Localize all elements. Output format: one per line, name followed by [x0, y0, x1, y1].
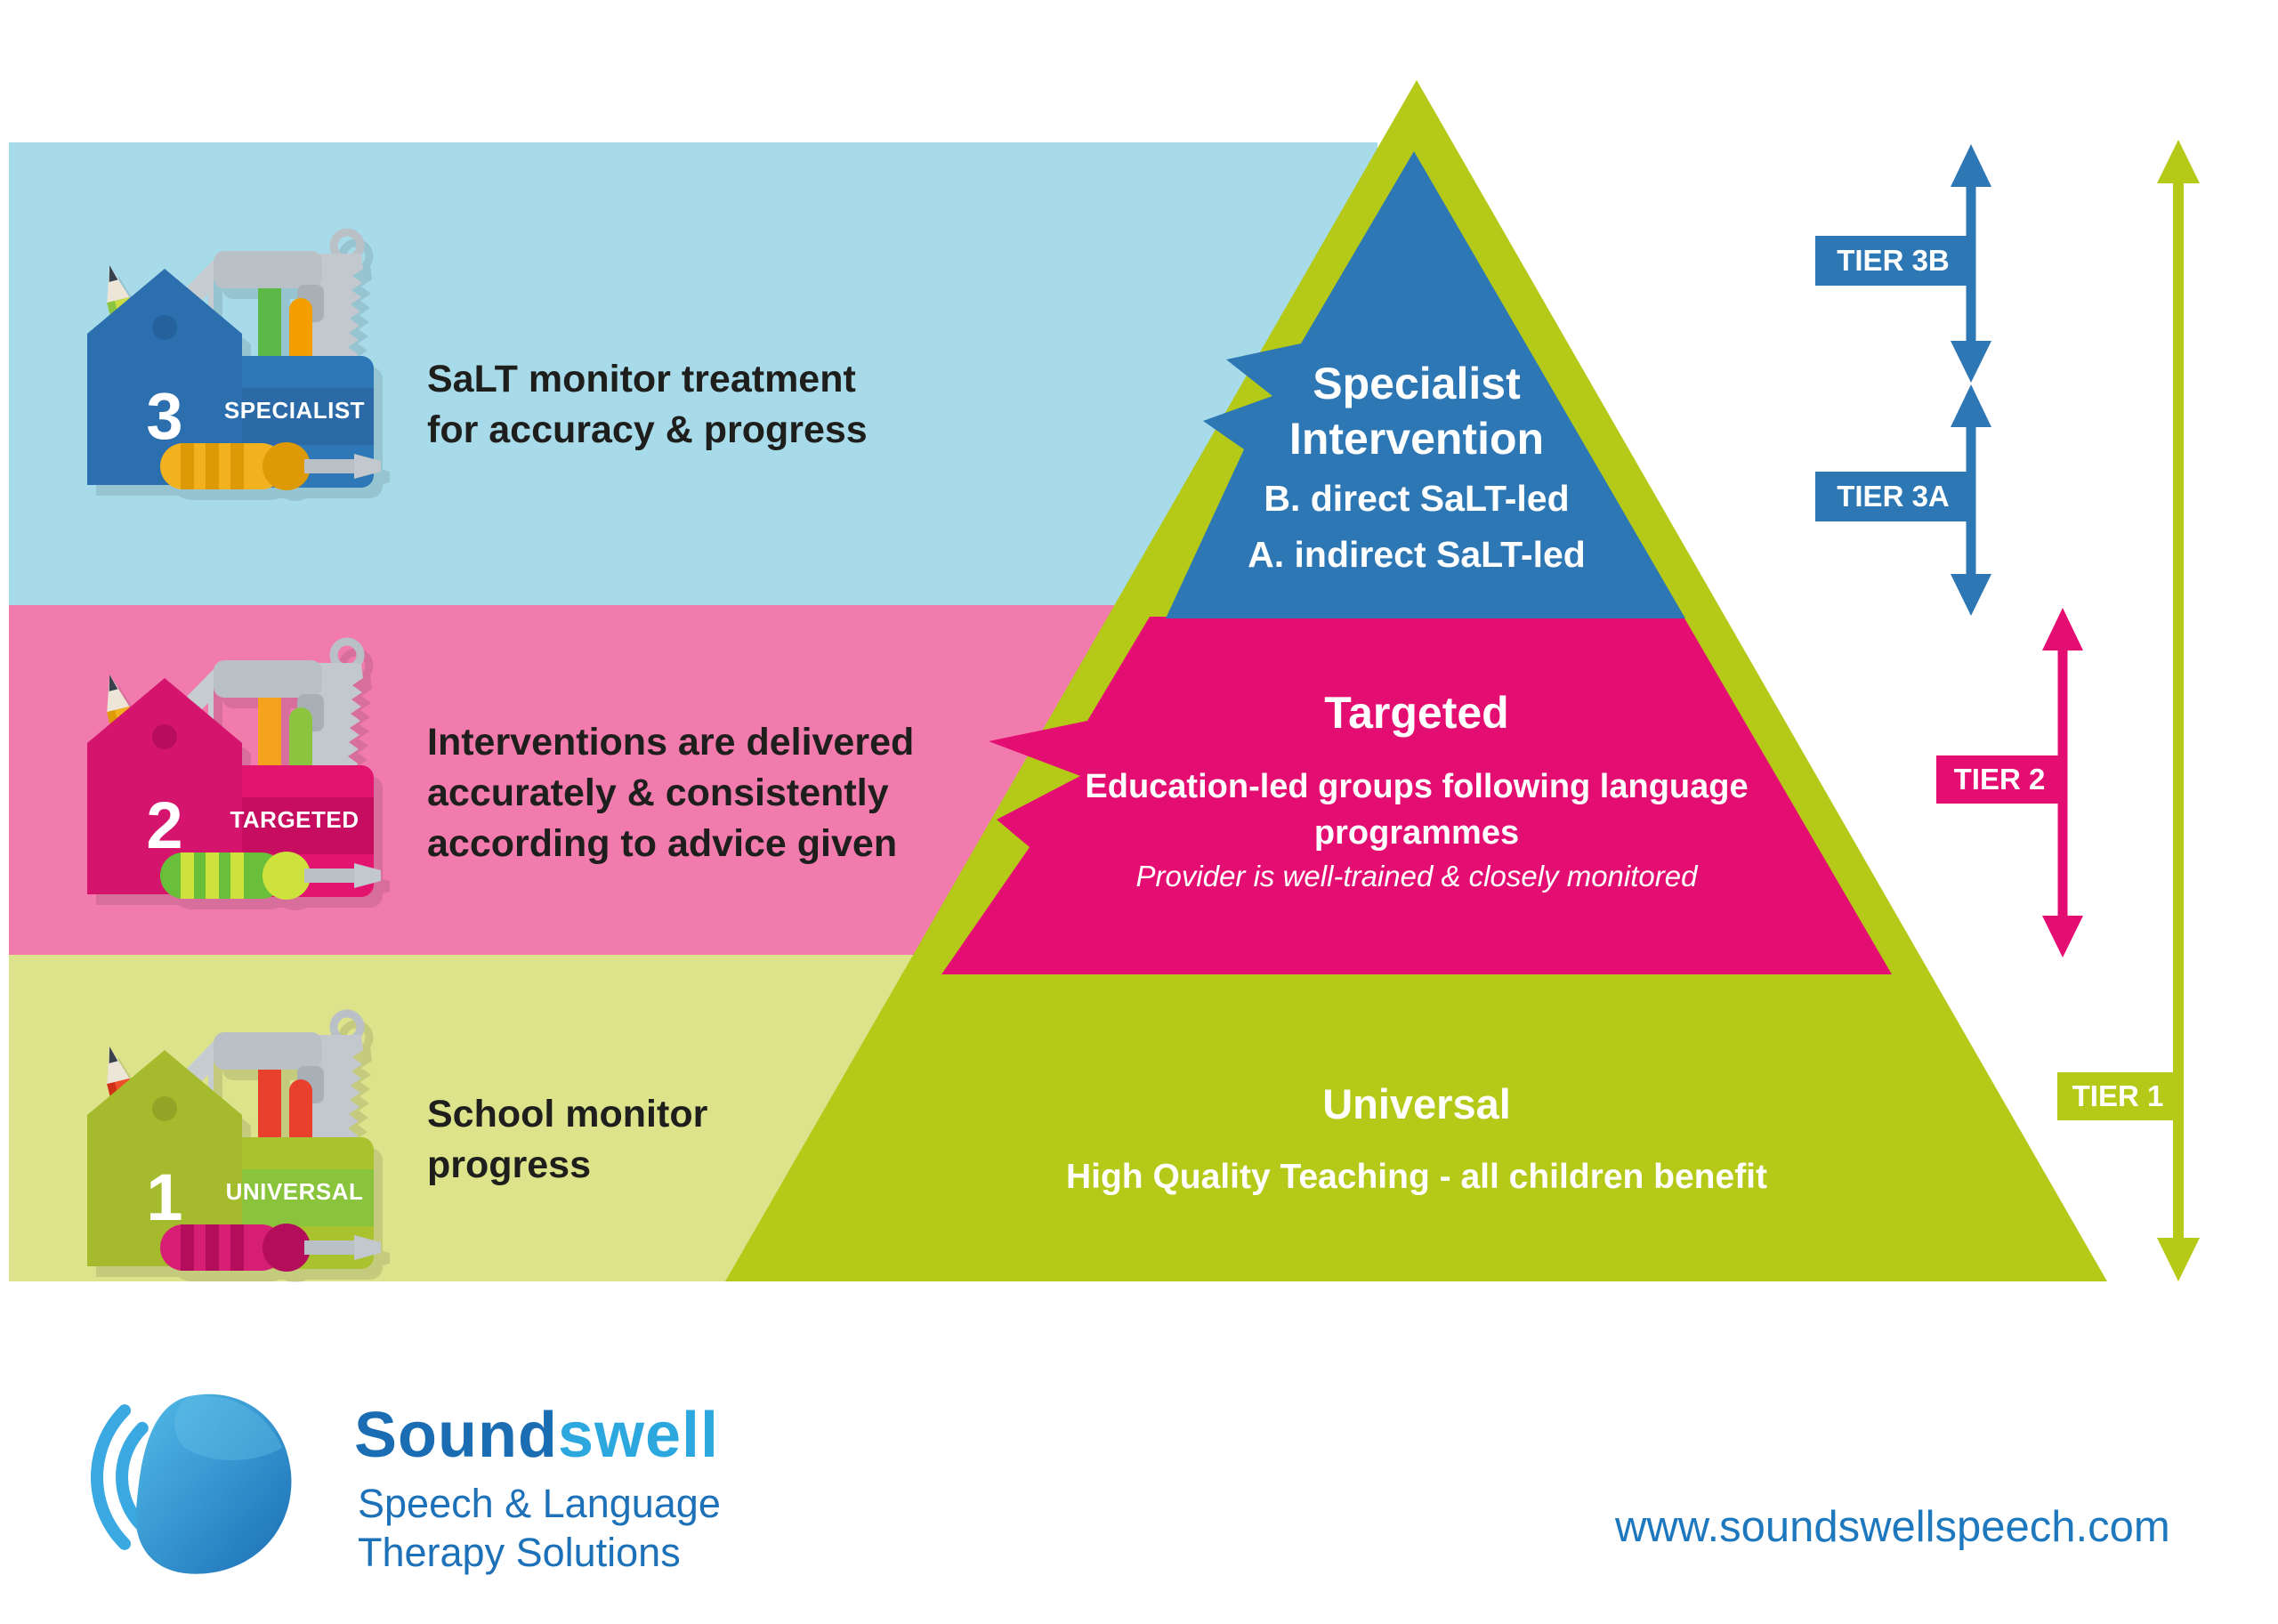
soundswell-logo-icon	[91, 1394, 292, 1574]
logo-blob	[135, 1394, 292, 1574]
tier3b-arrowhead-down	[1951, 341, 1991, 383]
tier1-arrowhead-up	[2157, 140, 2200, 183]
description-line: SaLT monitor treatment	[427, 358, 856, 400]
toolbox-universal-icon	[80, 995, 383, 1289]
band-targeted-description: Interventions are delivered accurately &…	[427, 717, 914, 869]
brand-name-secondary: swell	[557, 1400, 720, 1471]
tagline-line: Therapy Solutions	[358, 1530, 681, 1575]
tier-3b-label: TIER 3B	[1815, 236, 1971, 286]
brand-name-primary: Sound	[354, 1400, 558, 1471]
pyramid-universal-subtitle: High Quality Teaching - all children ben…	[1065, 1158, 1768, 1196]
pyramid-targeted-subtitle: Education-led groups following language …	[972, 764, 1862, 856]
pyramid-specialist-title: Specialist Intervention	[972, 356, 1862, 466]
tier2-arrowhead-down	[2042, 916, 2083, 957]
toolbox-number-1: 1	[146, 1160, 183, 1234]
title-line: Intervention	[1288, 414, 1545, 464]
description-line: for accuracy & progress	[427, 408, 868, 451]
title-line: Specialist	[1313, 359, 1521, 408]
band-specialist-description: SaLT monitor treatment for accuracy & pr…	[427, 354, 868, 456]
tier3b-arrowhead-up	[1951, 144, 1991, 187]
toolbox-label-targeted: TARGETED	[230, 806, 359, 833]
brand-tagline: Speech & Language Therapy Solutions	[358, 1479, 721, 1577]
description-line: accurately & consistently	[427, 772, 889, 814]
toolbox-targeted-icon	[80, 623, 383, 917]
pyramid-specialist-section	[1166, 151, 1685, 618]
description-line: according to advice given	[427, 822, 898, 865]
band-universal-description: School monitor progress	[427, 1089, 707, 1191]
tier2-arrowhead-up	[2042, 608, 2083, 650]
pyramid-targeted-section	[941, 617, 1892, 974]
subtitle-line: Education-led groups following language	[1085, 768, 1749, 805]
logo-blob-highlight	[174, 1395, 282, 1460]
pyramid-universal-title: Universal	[1322, 1080, 1511, 1127]
toolbox-number-3: 3	[146, 379, 183, 453]
toolbox-specialist-icon	[80, 214, 383, 507]
toolbox-label-specialist: SPECIALIST	[223, 397, 366, 424]
pyramid-targeted-note: Provider is well-trained & closely monit…	[1135, 860, 1698, 893]
tier3a-arrowhead-up	[1951, 384, 1991, 427]
brand-name: Soundswell	[354, 1399, 719, 1472]
tier3a-arrowhead-down	[1951, 574, 1991, 616]
description-line: Interventions are delivered	[427, 721, 915, 764]
pyramid-specialist-item-b: B. direct SaLT-led	[1264, 478, 1570, 519]
description-line: progress	[427, 1143, 592, 1186]
tier-1-label: TIER 1	[2057, 1072, 2178, 1120]
tier-3a-label: TIER 3A	[1815, 472, 1971, 521]
tier1-arrowhead-down	[2157, 1238, 2200, 1281]
pyramid-specialist-item-a: A. indirect SaLT-led	[1248, 534, 1586, 575]
toolbox-label-universal: UNIVERSAL	[225, 1178, 364, 1205]
tagline-line: Speech & Language	[358, 1481, 721, 1526]
subtitle-line: programmes	[1313, 814, 1520, 852]
description-line: School monitor	[427, 1093, 708, 1135]
website-url: www.soundswellspeech.com	[1615, 1503, 2170, 1551]
tier-2-label: TIER 2	[1936, 755, 2063, 804]
toolbox-number-2: 2	[146, 788, 183, 862]
pyramid-targeted-title: Targeted	[1324, 688, 1509, 738]
